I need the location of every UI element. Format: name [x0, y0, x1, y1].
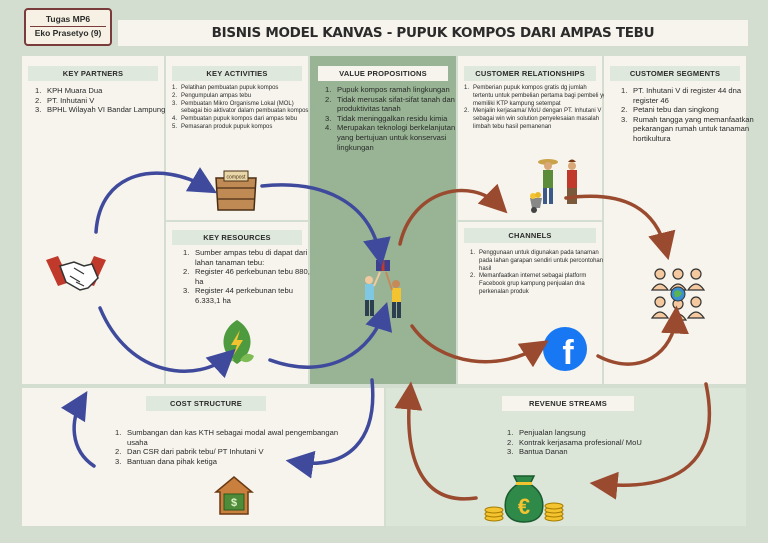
money-house-icon: $: [214, 476, 254, 515]
list-item: Dan CSR dari pabrik tebu/ PT Inhutani V: [115, 447, 264, 457]
list-item: Sumber ampas tebu di dapat dari lahan ta…: [183, 248, 308, 267]
facebook-icon: f: [543, 327, 587, 372]
money-glyph: €: [518, 494, 530, 519]
list-item: Pupuk kompos ramah lingkungan: [325, 85, 450, 94]
cost-structure-list: Sumbangan dan kas KTH sebagai modal awal…: [114, 428, 347, 466]
crate-label: compost: [227, 175, 247, 181]
key-partners-list: KPH Muara Dua PT. Inhutani V BPHL Wilaya…: [34, 86, 173, 115]
key-resources-panel: KEY RESOURCES Sumber ampas tebu di dapat…: [166, 222, 314, 384]
list-item: Pengumpulan ampas tebu: [172, 92, 252, 101]
compost-crate-icon: compost: [215, 170, 257, 211]
customer-segments-header: CUSTOMER SEGMENTS: [610, 66, 740, 81]
customer-segments-list: PT. Inhutani V di register 44 dna regist…: [620, 86, 757, 144]
value-propositions-header: VALUE PROPOSITIONS: [318, 66, 448, 81]
key-activities-header: KEY ACTIVITIES: [172, 66, 302, 81]
list-item: Bantuan dana pihak ketiga: [115, 456, 217, 466]
green-energy-leaf-icon: [220, 320, 254, 364]
list-item: Bantua Danan: [507, 447, 568, 457]
farmers-icon: [530, 159, 577, 213]
list-item: Memanfaatkan internet sebagai platform F…: [470, 273, 587, 295]
key-partners-panel: KEY PARTNERS KPH Muara Dua PT. Inhutani …: [22, 56, 165, 384]
list-item: Penjualan langsung: [507, 428, 586, 437]
list-item: Penggunaan untuk digunakan pada tanaman …: [470, 250, 604, 272]
list-item: Pembuatan pupuk kompos dari ampas tebu: [172, 116, 298, 124]
list-item: Pemasaran produk pupuk kompos: [172, 123, 273, 132]
key-resources-list: Sumber ampas tebu di dapat dari lahan ta…: [182, 248, 319, 306]
customer-relationships-panel: CUSTOMER RELATIONSHIPS Pemberian pupuk k…: [458, 56, 606, 220]
revenue-streams-list: Penjualan langsung Kontrak kerjasama pro…: [506, 428, 719, 457]
list-item: Register 46 perkebunan tebu 880,9 ha: [183, 267, 315, 286]
list-item: Pemberian pupuk kompos gratis dg jumlah …: [464, 85, 607, 107]
handshake-icon: [46, 256, 106, 291]
list-item: Petani tebu dan singkong: [621, 105, 719, 115]
money-bag-icon: €: [484, 475, 564, 523]
page-title: BISNIS MODEL KANVAS - PUPUK KOMPOS DARI …: [118, 20, 748, 46]
list-item: Sumbangan dan kas KTH sebagai modal awal…: [115, 428, 339, 447]
customer-relationships-header: CUSTOMER RELATIONSHIPS: [464, 66, 596, 81]
cost-structure-header: COST STRUCTURE: [146, 396, 266, 411]
list-item: Kontrak kerjasama profesional/ MoU: [507, 437, 642, 447]
author-tag: Tugas MP6 Eko Prasetyo (9): [24, 8, 112, 46]
list-item: Pembuatan Mikro Organisme Lokal (MOL) se…: [172, 100, 309, 115]
key-activities-panel: KEY ACTIVITIES Pelatihan pembuatan pupuk…: [166, 56, 308, 220]
list-item: Rumah tangga yang memanfaatkan pekaranga…: [621, 114, 754, 143]
channels-list: Penggunaan untuk digunakan pada tanaman …: [470, 250, 605, 297]
revenue-streams-panel: REVENUE STREAMS Penjualan langsung Kontr…: [386, 388, 746, 526]
list-item: Register 44 perkebunan tebu 6.333,1 ha: [183, 286, 293, 305]
list-item: KPH Muara Dua: [35, 86, 103, 95]
list-item: Merupakan teknologi berkelanjutan yang b…: [325, 123, 456, 152]
cost-structure-panel: COST STRUCTURE Sumbangan dan kas KTH seb…: [22, 388, 384, 526]
list-item: Tidak merusak sifat-sifat tanah dan prod…: [325, 94, 455, 114]
channels-header: CHANNELS: [464, 228, 596, 243]
key-activities-list: Pelatihan pembuatan pupuk kompos Pengump…: [172, 85, 313, 132]
list-item: PT. Inhutani V di register 44 dna regist…: [621, 86, 742, 105]
list-item: Pelatihan pembuatan pupuk kompos: [172, 85, 279, 93]
customer-group-icon: [650, 268, 706, 321]
list-item: Tidak meninggalkan residu kimia: [325, 113, 448, 123]
customer-relationships-list: Pemberian pupuk kompos gratis dg jumlah …: [464, 85, 607, 132]
gift-giving-people-icon: [365, 260, 401, 318]
customer-segments-panel: CUSTOMER SEGMENTS PT. Inhutani V di regi…: [604, 56, 754, 384]
list-item: BPHL Wilayah VI Bandar Lampung: [35, 105, 166, 115]
value-propositions-panel: VALUE PROPOSITIONS Pupuk kompos ramah li…: [310, 56, 456, 384]
list-item: Menjalin kerjasama/ MoU dengan PT. Inhut…: [464, 108, 602, 130]
list-item: PT. Inhutani V: [35, 95, 95, 105]
facebook-glyph: f: [562, 334, 574, 372]
key-resources-header: KEY RESOURCES: [172, 230, 302, 245]
key-partners-header: KEY PARTNERS: [28, 66, 158, 81]
revenue-streams-header: REVENUE STREAMS: [502, 396, 634, 411]
svg-text:$: $: [231, 497, 237, 509]
channels-panel: CHANNELS Penggunaan untuk digunakan pada…: [458, 222, 605, 384]
value-propositions-list: Pupuk kompos ramah lingkungan Tidak meru…: [324, 85, 465, 152]
author-label: Eko Prasetyo (9): [34, 28, 102, 38]
assignment-label: Tugas MP6: [30, 13, 106, 27]
